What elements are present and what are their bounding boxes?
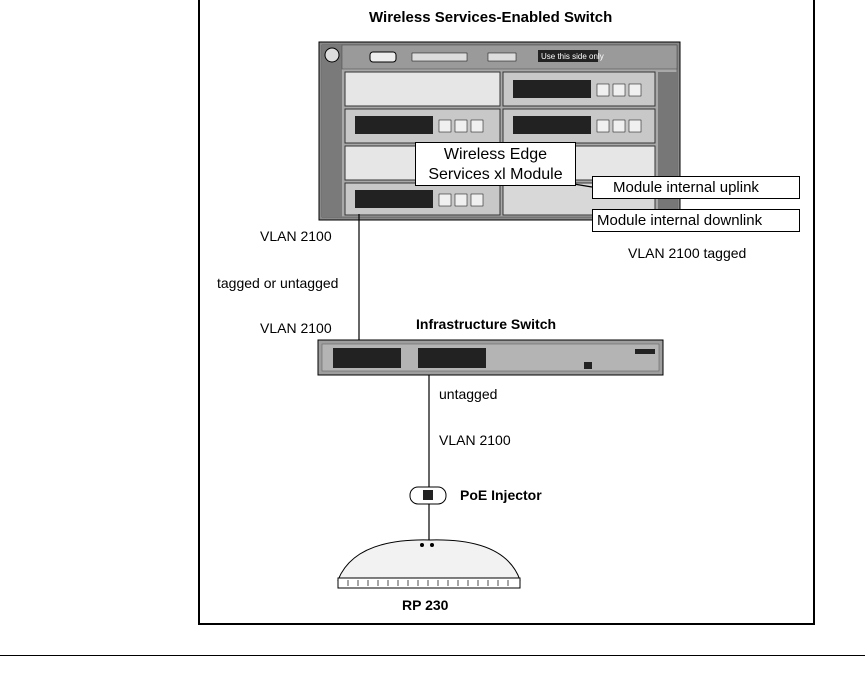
rp-label: RP 230	[402, 597, 449, 613]
downlink-label: Module internal downlink	[592, 209, 800, 232]
vlan-top-label: VLAN 2100	[260, 228, 332, 244]
poe-label: PoE Injector	[460, 487, 542, 503]
poe-injector	[409, 486, 447, 505]
rp230-access-point	[337, 539, 521, 589]
untagged-label: untagged	[439, 386, 498, 402]
vlan-bottom-label: VLAN 2100	[439, 432, 511, 448]
uplink-label: Module internal uplink	[592, 176, 800, 199]
module-label: Wireless Edge Services xl Module	[415, 142, 576, 186]
module-label-line1: Wireless Edge	[443, 146, 548, 163]
infrastructure-switch	[317, 339, 664, 376]
tagged-or-untagged-label: tagged or untagged	[217, 275, 339, 291]
footer-rule	[0, 655, 865, 656]
figure-frame	[198, 0, 815, 625]
tagged-label: VLAN 2100 tagged	[628, 245, 747, 261]
chassis-panel-text: Use this side only	[541, 52, 604, 61]
diagram-title: Wireless Services-Enabled Switch	[369, 9, 613, 26]
infra-switch-label: Infrastructure Switch	[416, 316, 557, 332]
module-label-line2: Services xl Module	[428, 166, 563, 183]
vlan-mid-label: VLAN 2100	[260, 320, 332, 336]
